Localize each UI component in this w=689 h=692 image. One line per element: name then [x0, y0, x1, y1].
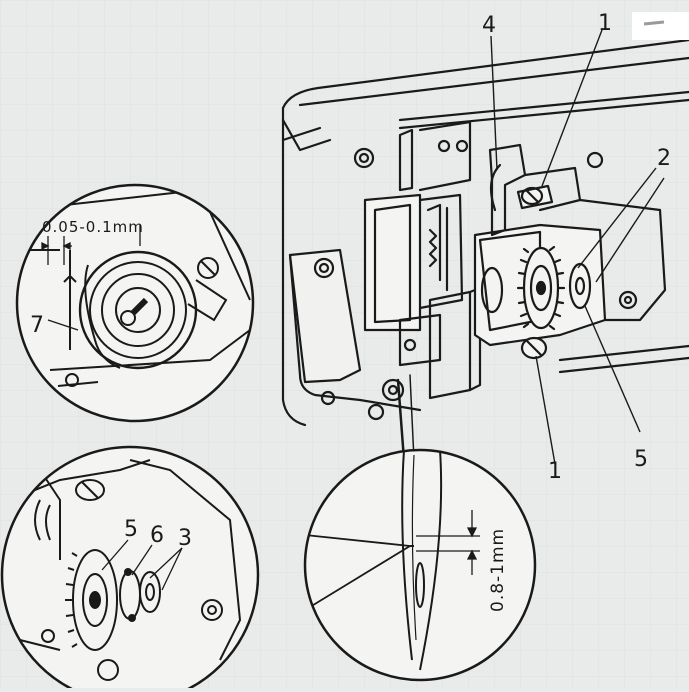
callout-5-inset: 5 [124, 517, 138, 542]
dimension-hook-clearance: 0.05-0.1mm [42, 218, 144, 236]
callout-6-inset: 6 [150, 523, 164, 548]
callout-4-top: 4 [482, 13, 496, 38]
set-screw-top [516, 184, 554, 210]
callout-1-bottom: 1 [548, 459, 562, 484]
inset-needle-height: 0.8-1mm [303, 448, 537, 682]
callout-3-inset: 3 [178, 526, 192, 551]
main-bevel-gear [516, 245, 566, 331]
callout-5-main: 5 [634, 447, 648, 472]
corner-tab-mark [643, 20, 665, 26]
callout-7: 7 [30, 313, 44, 338]
callout-2: 2 [657, 146, 671, 171]
main-leader-lines [490, 29, 665, 465]
callout-1-top: 1 [598, 11, 612, 36]
inset-hook-clearance: 0.05-0.1mm 7 [15, 183, 255, 423]
machine-bed-drawing [281, 38, 689, 462]
corner-tab [632, 12, 689, 40]
set-screw-bottom [520, 336, 548, 360]
inset-gear-detail: 5 6 3 [0, 445, 260, 692]
dimension-needle-height: 0.8-1mm [488, 528, 508, 612]
